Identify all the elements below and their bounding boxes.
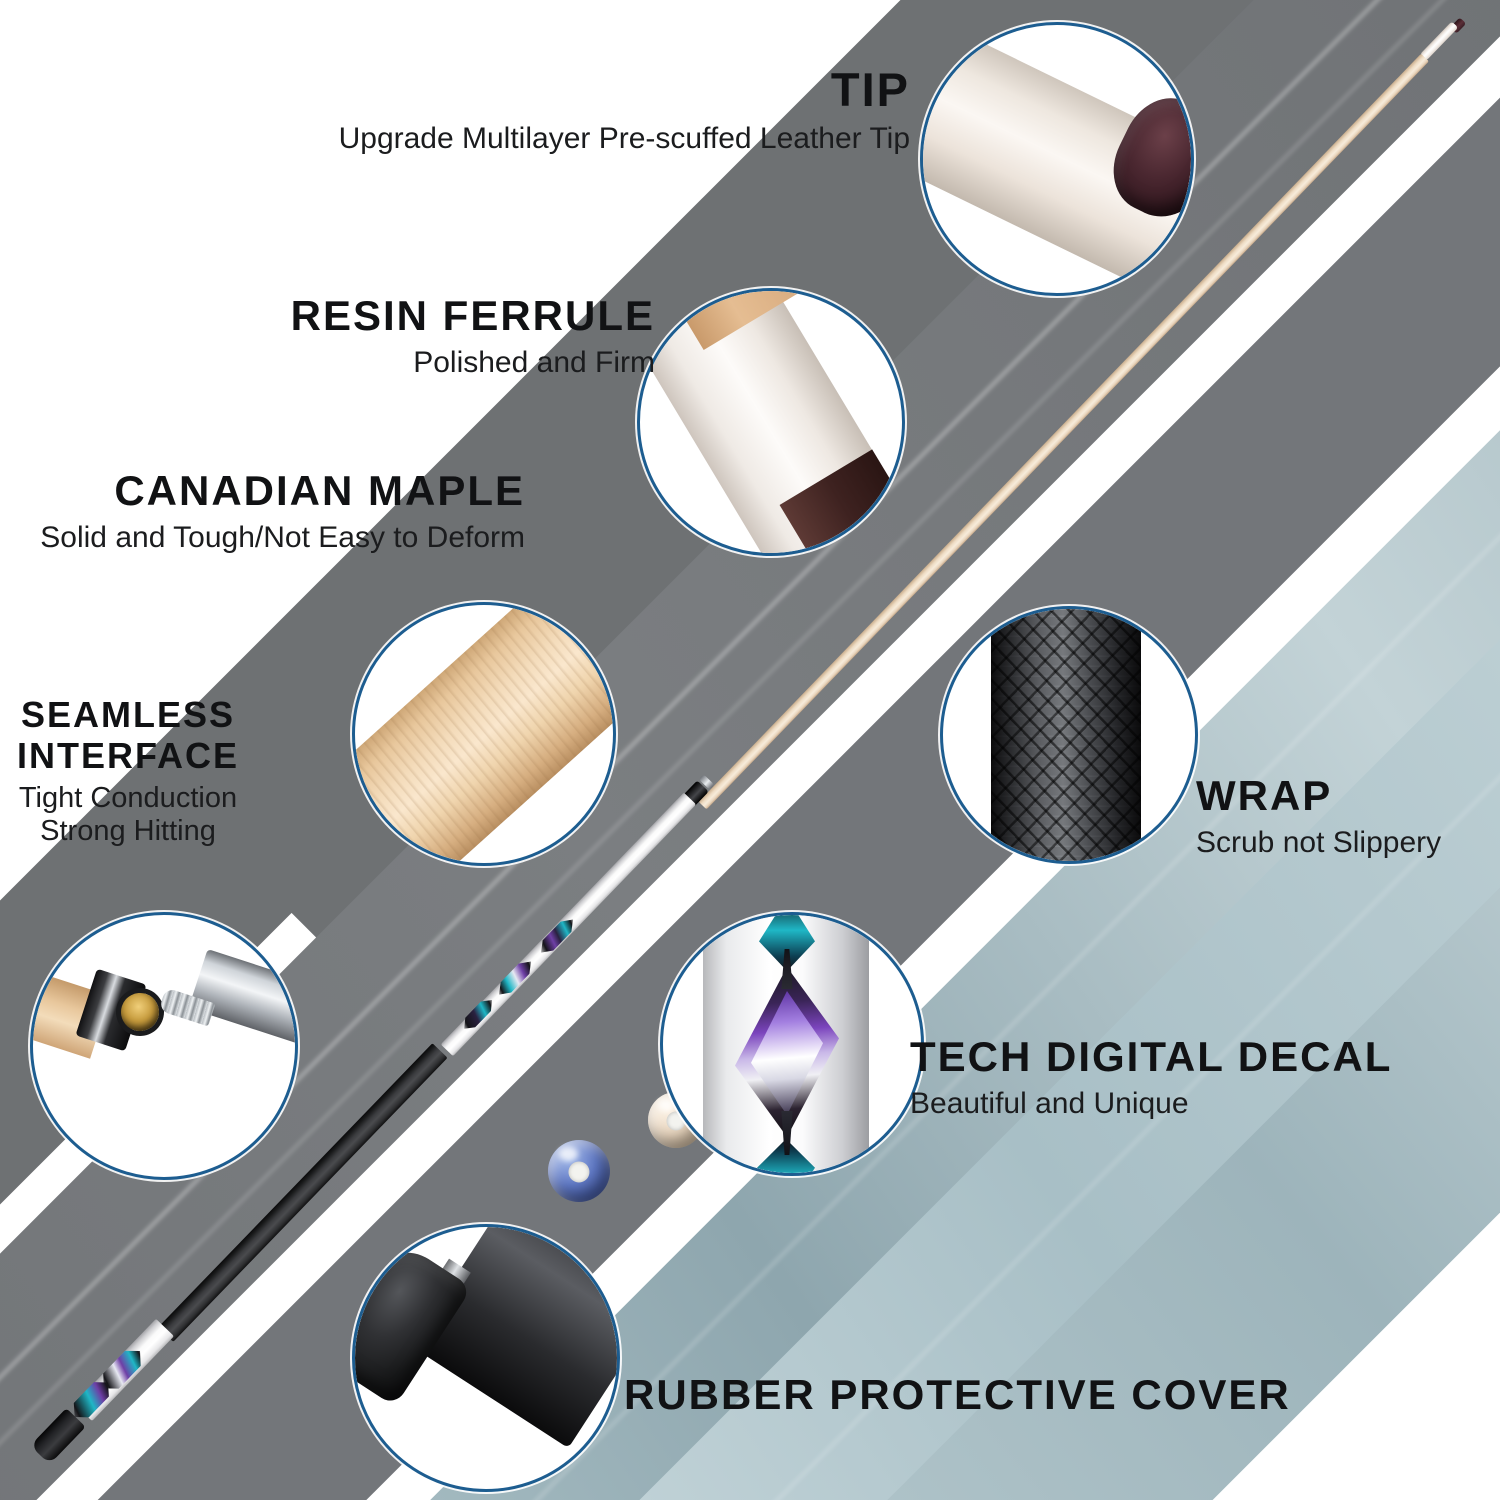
label-wrap-title: WRAP bbox=[1196, 772, 1333, 819]
callout-circle-wrap bbox=[940, 606, 1198, 864]
bumper-closeup-butt-shaft bbox=[410, 1227, 617, 1449]
decal-closeup-spine-upper bbox=[781, 949, 793, 989]
label-decal: TECH DIGITAL DECAL Beautiful and Unique bbox=[910, 1033, 1480, 1120]
label-tip: TIP Upgrade Multilayer Pre-scuffed Leath… bbox=[250, 66, 910, 156]
label-interface-subtitle-line2: Strong Hitting bbox=[40, 814, 216, 847]
label-interface: SEAMLESS INTERFACE Tight Conduction Stro… bbox=[0, 694, 256, 847]
wrap-closeup-texture bbox=[991, 609, 1141, 861]
label-wrap: WRAP Scrub not Slippery bbox=[1196, 772, 1496, 859]
callout-circle-ferrule bbox=[637, 288, 905, 556]
label-interface-title-line1: SEAMLESS bbox=[20, 694, 236, 735]
label-ferrule-title: RESIN FERRULE bbox=[290, 292, 655, 339]
label-tip-subtitle: Upgrade Multilayer Pre-scuffed Leather T… bbox=[338, 121, 910, 155]
label-interface-title-line2: INTERFACE bbox=[16, 734, 239, 776]
label-bumper-title: RUBBER PROTECTIVE COVER bbox=[624, 1371, 1291, 1418]
label-wrap-subtitle: Scrub not Slippery bbox=[1196, 825, 1442, 859]
callout-circle-decal bbox=[660, 912, 924, 1176]
callout-circle-bumper bbox=[352, 1224, 620, 1492]
callout-circle-joint bbox=[30, 912, 298, 1180]
label-ferrule: RESIN FERRULE Polished and Firm bbox=[170, 292, 655, 379]
label-maple-subtitle: Solid and Tough/Not Easy to Deform bbox=[40, 520, 525, 554]
label-bumper: RUBBER PROTECTIVE COVER bbox=[624, 1371, 1364, 1418]
billiard-ball-blue bbox=[548, 1140, 610, 1202]
label-ferrule-subtitle: Polished and Firm bbox=[413, 345, 655, 379]
callout-circle-maple bbox=[352, 602, 616, 866]
decal-closeup-spine-lower bbox=[781, 1111, 793, 1155]
label-interface-subtitle-line1: Tight Conduction bbox=[18, 782, 238, 815]
label-maple: CANADIAN MAPLE Solid and Tough/Not Easy … bbox=[0, 467, 525, 554]
callout-circle-tip bbox=[920, 22, 1194, 296]
label-tip-title: TIP bbox=[830, 63, 910, 116]
label-decal-subtitle: Beautiful and Unique bbox=[910, 1086, 1189, 1120]
label-decal-title: TECH DIGITAL DECAL bbox=[910, 1033, 1393, 1080]
maple-closeup-grain bbox=[355, 605, 613, 863]
label-maple-title: CANADIAN MAPLE bbox=[114, 467, 525, 514]
